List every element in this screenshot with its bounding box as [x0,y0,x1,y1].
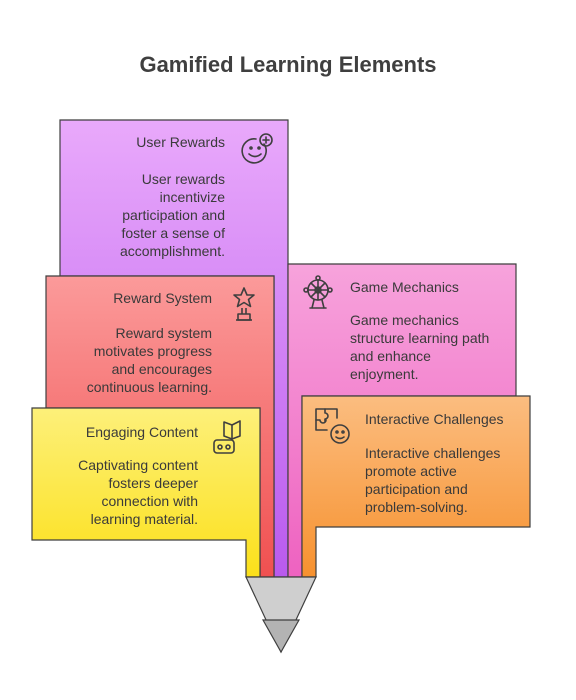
interactive-challenges-description: Interactive challenges promote active pa… [365,444,530,516]
text-line: enjoyment. [350,366,419,382]
text-line: motivates progress [93,343,212,359]
reward-system-description: Reward system motivates progress and enc… [12,324,212,396]
text-line: accomplishment. [119,243,225,259]
text-line: learning material. [90,511,198,527]
text-line: and encourages [111,361,212,377]
text-line: participation and [365,481,468,497]
diagram-title: Gamified Learning Elements [139,52,437,77]
text-line: fosters deeper [108,475,199,491]
text-line: promote active [365,463,457,479]
user-rewards-description: User rewards incentivize participation a… [25,170,225,260]
trophy-icon [233,287,255,321]
interactive-challenges-heading: Interactive Challenges [365,411,504,427]
engaging-content-description: Captivating content fosters deeper conne… [0,456,198,528]
text-line: Reward system [115,325,212,341]
text-line: and enhance [350,348,431,364]
text-line: incentivize [159,189,225,205]
text-line: structure learning path [350,330,490,346]
reward-system-heading: Reward System [113,290,212,306]
engaging-content-heading: Engaging Content [85,424,198,440]
text-line: connection with [101,493,198,509]
game-mechanics-heading: Game Mechanics [350,279,459,295]
text-line: Captivating content [78,457,198,473]
smiley-plus-icon [241,133,273,164]
text-line: continuous learning. [86,379,212,395]
text-line: User rewards [141,171,225,187]
user-rewards-heading: User Rewards [136,134,225,150]
pencil-tip [245,576,317,654]
ferris-wheel-icon [303,275,333,309]
text-line: Game mechanics [350,312,459,328]
puzzle-face-icon [315,408,350,444]
text-line: participation and [122,207,225,223]
text-line: foster a sense of [121,225,225,241]
text-line: problem-solving. [365,499,468,515]
text-line: Interactive challenges [365,445,501,461]
pencil-tip-inner [261,619,301,654]
map-vr-icon [213,420,241,454]
game-mechanics-description: Game mechanics structure learning path a… [350,311,515,383]
